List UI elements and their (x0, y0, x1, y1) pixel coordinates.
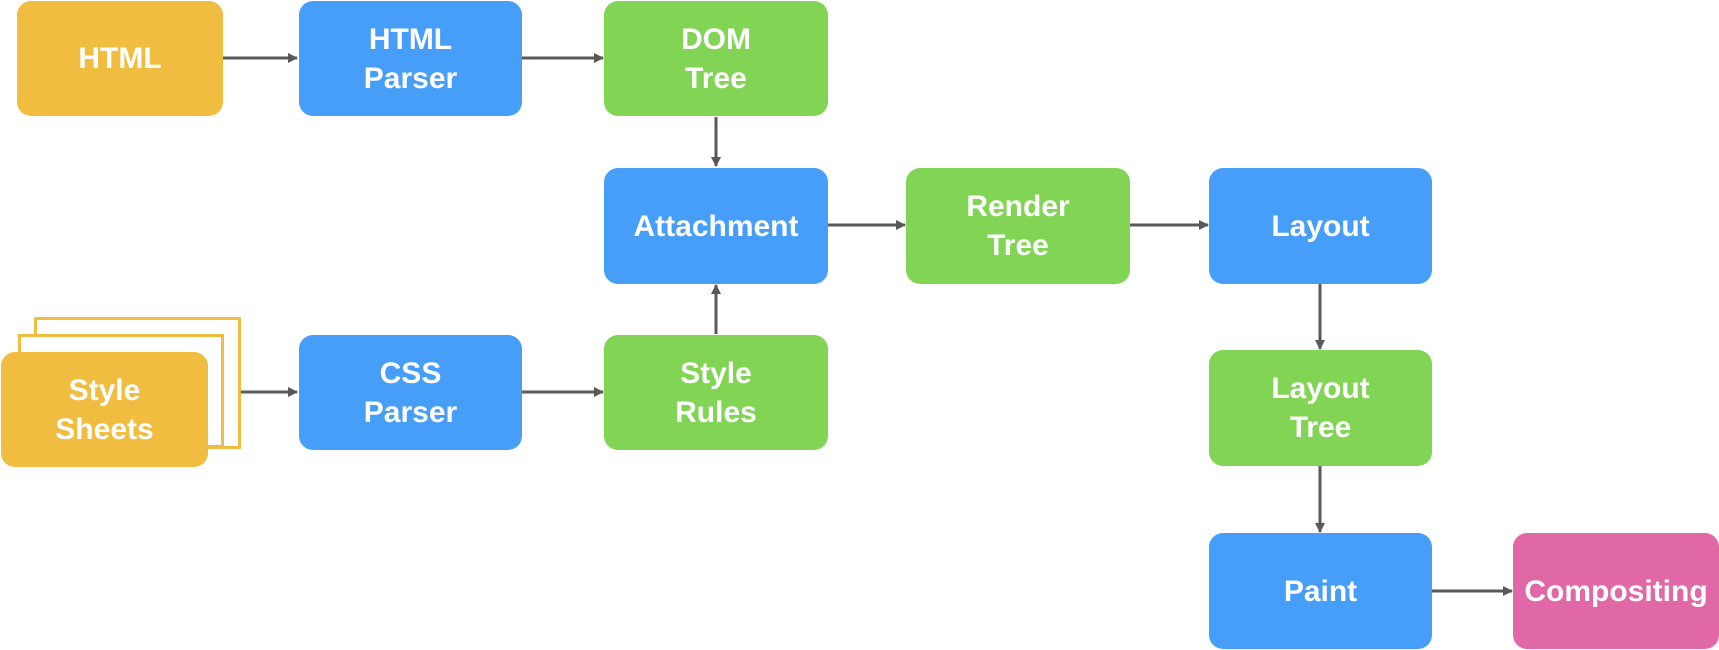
node-style-sheets: Style Sheets (1, 352, 208, 467)
node-paint: Paint (1209, 533, 1432, 649)
node-html-parser: HTML Parser (299, 1, 522, 116)
node-dom-tree: DOM Tree (604, 1, 828, 116)
node-css-parser: CSS Parser (299, 335, 522, 450)
node-attachment: Attachment (604, 168, 828, 284)
node-render-tree: Render Tree (906, 168, 1130, 284)
node-layout: Layout (1209, 168, 1432, 284)
node-style-rules: Style Rules (604, 335, 828, 450)
node-compositing: Compositing (1513, 533, 1719, 649)
node-layout-tree: Layout Tree (1209, 350, 1432, 466)
node-html: HTML (17, 1, 223, 116)
